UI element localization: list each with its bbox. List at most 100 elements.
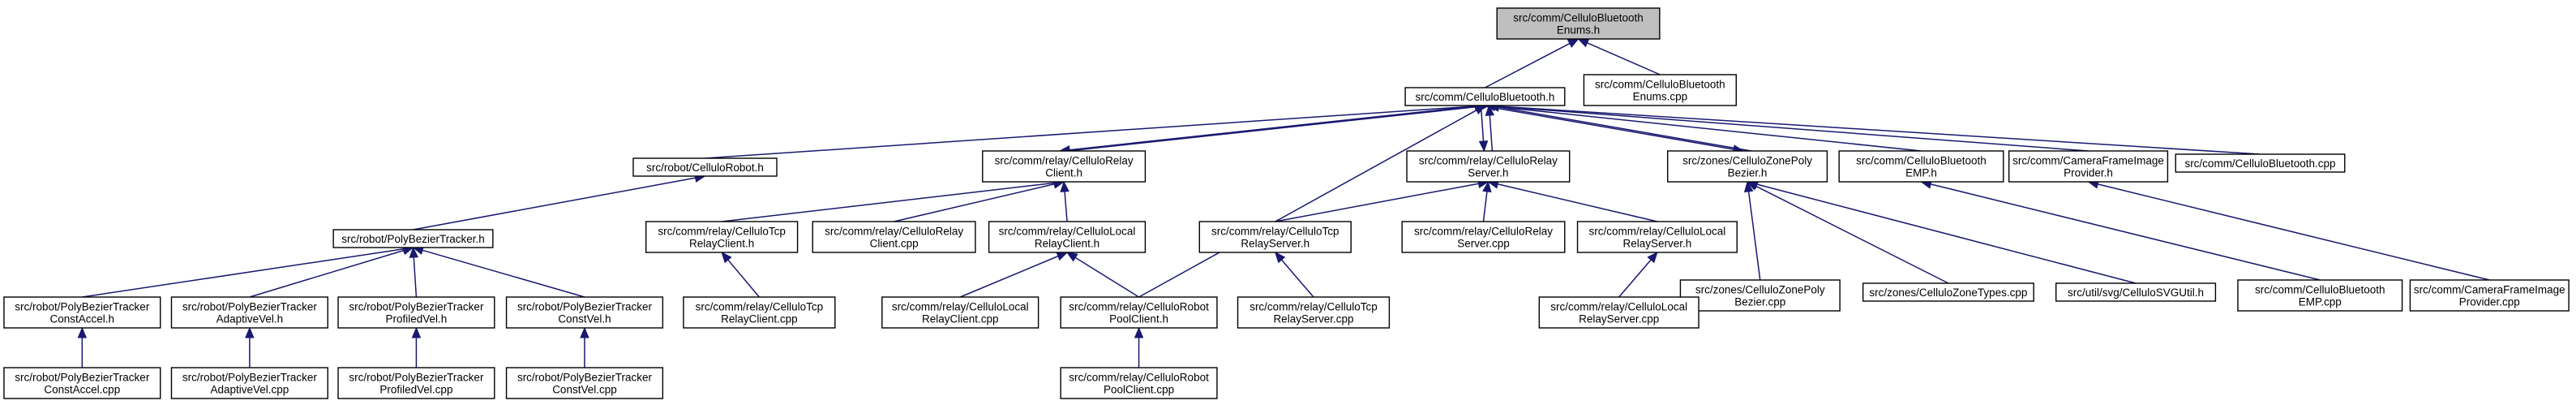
node-box[interactable] <box>683 296 836 329</box>
node-cb_cpp[interactable]: src/comm/CelluloBluetooth.cpp <box>2175 153 2346 173</box>
node-label-line: EMP.h <box>1905 167 1937 179</box>
node-pbt_h[interactable]: src/robot/PolyBezierTracker.h <box>332 229 494 248</box>
node-box[interactable] <box>332 229 494 248</box>
edge-line <box>705 106 1476 159</box>
node-localclient_cpp[interactable]: src/comm/relay/CelluloLocalRelayClient.c… <box>881 296 1039 329</box>
node-box[interactable] <box>812 221 976 253</box>
node-box[interactable] <box>1406 150 1571 183</box>
node-label-line: src/robot/PolyBezierTracker <box>349 301 484 313</box>
node-pbt_ca_cpp[interactable]: src/robot/PolyBezierTrackerConstAccel.cp… <box>3 367 161 399</box>
edge-line <box>1756 183 2137 284</box>
node-box[interactable] <box>1496 7 1661 40</box>
node-box[interactable] <box>1404 87 1566 106</box>
node-box[interactable] <box>2237 279 2403 312</box>
node-box[interactable] <box>505 367 664 399</box>
node-label-line: src/comm/relay/CelluloTcp <box>658 226 786 238</box>
node-box[interactable] <box>1862 282 2034 302</box>
node-box[interactable] <box>881 296 1039 329</box>
arrowhead-icon <box>411 326 422 338</box>
node-label-line: RelayServer.h <box>1623 238 1692 250</box>
node-box[interactable] <box>1198 221 1352 253</box>
node-box[interactable] <box>2175 153 2346 173</box>
node-box[interactable] <box>2008 150 2169 183</box>
node-pbt_pv_cpp[interactable]: src/robot/PolyBezierTrackerProfiledVel.c… <box>337 367 495 399</box>
node-box[interactable] <box>3 367 161 399</box>
node-robot_h[interactable]: src/robot/CelluloRobot.h <box>632 157 778 177</box>
node-box[interactable] <box>1060 296 1218 329</box>
node-box[interactable] <box>337 367 495 399</box>
edge-pbt_pv_h-to-pbt_h <box>409 246 419 298</box>
node-label-line: Provider.h <box>2064 167 2113 179</box>
node-label-line: src/comm/relay/CelluloLocal <box>1550 301 1687 313</box>
edge-line <box>249 249 405 298</box>
node-box[interactable] <box>988 221 1147 253</box>
node-box[interactable] <box>1237 296 1391 329</box>
edge-tcpclient_cpp-to-tcpclient_h <box>721 252 760 298</box>
edge-robot_h-to-cb_h <box>705 101 1486 159</box>
node-box[interactable] <box>632 157 778 177</box>
edge-line <box>1497 183 1658 222</box>
node-pool_cpp[interactable]: src/comm/relay/CelluloRobotPoolClient.cp… <box>1060 367 1218 399</box>
node-box[interactable] <box>505 296 664 329</box>
edge-cam_cpp-to-cam_h <box>2087 179 2490 281</box>
node-box[interactable] <box>1576 221 1738 253</box>
node-box[interactable] <box>1583 74 1737 106</box>
node-box[interactable] <box>1538 296 1699 329</box>
arrowhead-icon <box>1065 252 1078 262</box>
node-pbt_av_cpp[interactable]: src/robot/PolyBezierTrackerAdaptiveVel.c… <box>170 367 328 399</box>
node-box[interactable] <box>170 367 328 399</box>
node-zonetypes_cpp[interactable]: src/zones/CelluloZoneTypes.cpp <box>1862 282 2034 302</box>
node-box[interactable] <box>3 296 161 329</box>
node-localserver_cpp[interactable]: src/comm/relay/CelluloLocalRelayServer.c… <box>1538 296 1699 329</box>
node-box[interactable] <box>1838 150 2004 183</box>
node-label-line: src/comm/relay/CelluloTcp <box>1249 301 1378 313</box>
node-box[interactable] <box>2055 282 2217 302</box>
node-label-line: src/comm/relay/CelluloRelay <box>995 155 1134 167</box>
arrowhead-icon <box>1647 252 1658 264</box>
node-svgutil_h[interactable]: src/util/svg/CelluloSVGUtil.h <box>2055 282 2217 302</box>
edge-line <box>1480 105 1485 142</box>
node-box[interactable] <box>1679 279 1841 312</box>
node-box[interactable] <box>170 296 328 329</box>
edge-line <box>1930 183 2321 281</box>
edge-line <box>2098 183 2490 281</box>
node-cb_h[interactable]: src/comm/CelluloBluetooth.h <box>1404 87 1566 106</box>
node-label-line: AdaptiveVel.h <box>216 313 284 325</box>
arrowhead-icon <box>409 246 419 258</box>
arrowhead-icon <box>1577 38 1590 48</box>
node-box[interactable] <box>1666 150 1828 183</box>
node-box[interactable] <box>982 150 1147 183</box>
node-box[interactable] <box>645 221 799 253</box>
node-box[interactable] <box>1401 221 1566 253</box>
node-box[interactable] <box>337 296 495 329</box>
node-box[interactable] <box>2409 279 2570 312</box>
edge-cam_h-to-cb_h <box>1484 101 2089 152</box>
edge-cb_h-to-zonepoly_h <box>1481 105 1745 154</box>
edge-line <box>894 183 1055 222</box>
node-box[interactable] <box>1060 367 1218 399</box>
